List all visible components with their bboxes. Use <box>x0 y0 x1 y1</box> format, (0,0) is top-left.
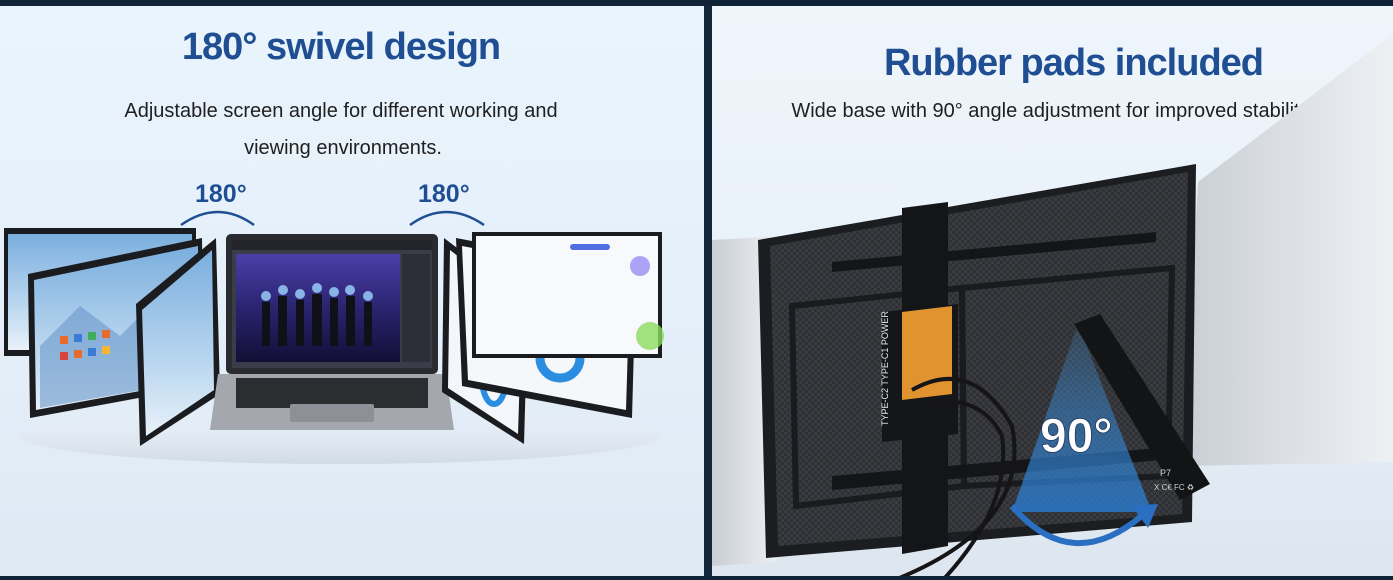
swivel-panel: 180° swivel design Adjustable screen ang… <box>0 6 704 576</box>
right-angle-label: 180° <box>418 180 470 208</box>
swivel-title: 180° swivel design <box>181 26 501 68</box>
panel-divider <box>704 6 712 576</box>
rubber-pads-subtitle: Wide base with 90° angle adjustment for … <box>791 100 1314 122</box>
angle-90-label: 90° <box>1040 410 1113 463</box>
monitor-back-illustration: TYPE-C2 TYPE-C1 POWER P7 X C€ FC ♻ 90° <box>712 34 1393 576</box>
triple-monitor-illustration <box>4 210 664 464</box>
swivel-subtitle-line2: viewing environments. <box>244 137 442 159</box>
certification-marks: X C€ FC ♻ <box>1154 483 1194 492</box>
rubber-pads-panel: Rubber pads included Wide base with 90° … <box>712 6 1393 576</box>
port-label: TYPE-C2 TYPE-C1 POWER <box>880 311 890 426</box>
swivel-subtitle-line1: Adjustable screen angle for different wo… <box>124 100 558 122</box>
left-angle-label: 180° <box>195 180 247 208</box>
rubber-pads-title: Rubber pads included <box>883 42 1264 84</box>
model-label: P7 <box>1160 468 1171 478</box>
